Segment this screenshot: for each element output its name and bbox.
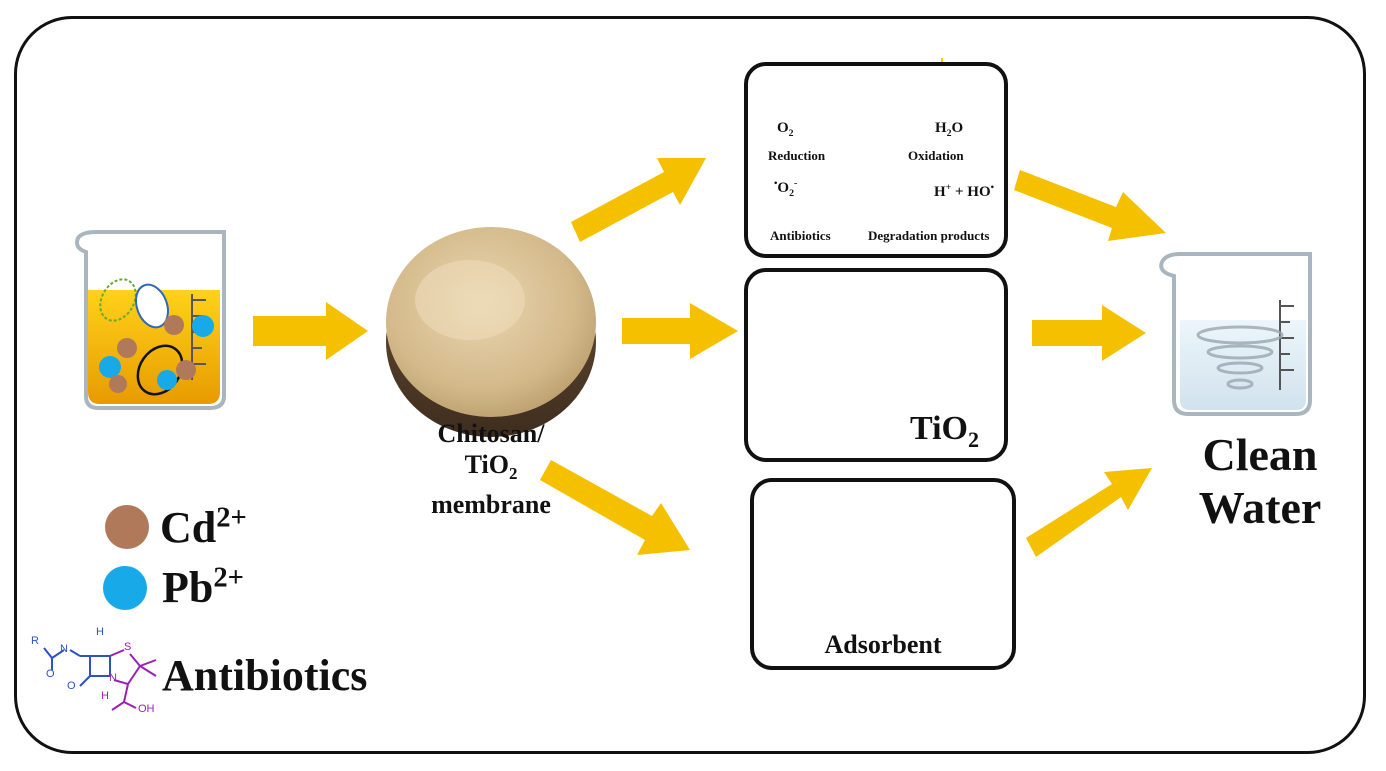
mol-atom-n1: N	[60, 643, 68, 655]
mol-atom-o1: O	[46, 668, 55, 680]
legend-graphics	[43, 505, 157, 711]
adsorbent-panel	[750, 478, 1016, 670]
arrow-to-antibacterial	[622, 303, 738, 359]
photocatalysis-panel	[744, 62, 1008, 258]
pb-ion-swatch	[103, 566, 147, 610]
mol-atom-o2: O	[67, 680, 76, 692]
clean-water-label: Clean Water	[1198, 429, 1322, 533]
legend-antibiotics-label: Antibiotics	[162, 651, 368, 700]
antibacterial-panel	[744, 268, 1008, 462]
arrow-mid-to-clean	[1032, 305, 1146, 361]
arrow-to-adsorbent	[540, 460, 690, 555]
antibiotics-label: Antibiotics	[770, 228, 831, 243]
chitosan-membrane-disc	[386, 227, 596, 437]
cd-ion-swatch	[105, 505, 149, 549]
tio2-panel-label: TiO2	[910, 410, 980, 452]
mol-atom-oh: OH	[138, 703, 155, 715]
outer-frame	[14, 16, 1366, 754]
contaminated-beaker	[75, 230, 226, 410]
o2-label: O2	[777, 120, 794, 139]
arrow-to-photocatalysis	[571, 158, 706, 242]
legend-cd-label: Cd2+	[160, 502, 247, 552]
mol-atom-h1: H	[96, 626, 104, 638]
reduction-label: Reduction	[768, 148, 826, 163]
process-arrows	[253, 158, 1166, 557]
arrow-top-to-clean	[1014, 170, 1166, 241]
mol-atom-s: S	[124, 641, 132, 653]
membrane-label: Chitosan/ TiO2 membrane	[431, 419, 551, 520]
arrow-bottom-to-clean	[1026, 468, 1152, 557]
legend-pb-label: Pb2+	[162, 562, 244, 612]
h2o-label: H2O	[935, 120, 964, 139]
clean-beaker	[1159, 252, 1312, 416]
mol-atom-h2: H	[101, 690, 109, 702]
mol-atom-r: R	[31, 635, 39, 647]
antibiotic-molecule-icon	[43, 647, 157, 711]
products-label: H+ + HO•	[934, 182, 995, 200]
arrow-to-membrane	[253, 302, 368, 360]
degradation-products-label: Degradation products	[868, 228, 990, 243]
superoxide-label: •O2-	[774, 178, 798, 199]
oxidation-label: Oxidation	[908, 148, 964, 163]
adsorbent-label: Adsorbent	[824, 630, 942, 659]
mol-atom-n2: N	[109, 672, 117, 684]
